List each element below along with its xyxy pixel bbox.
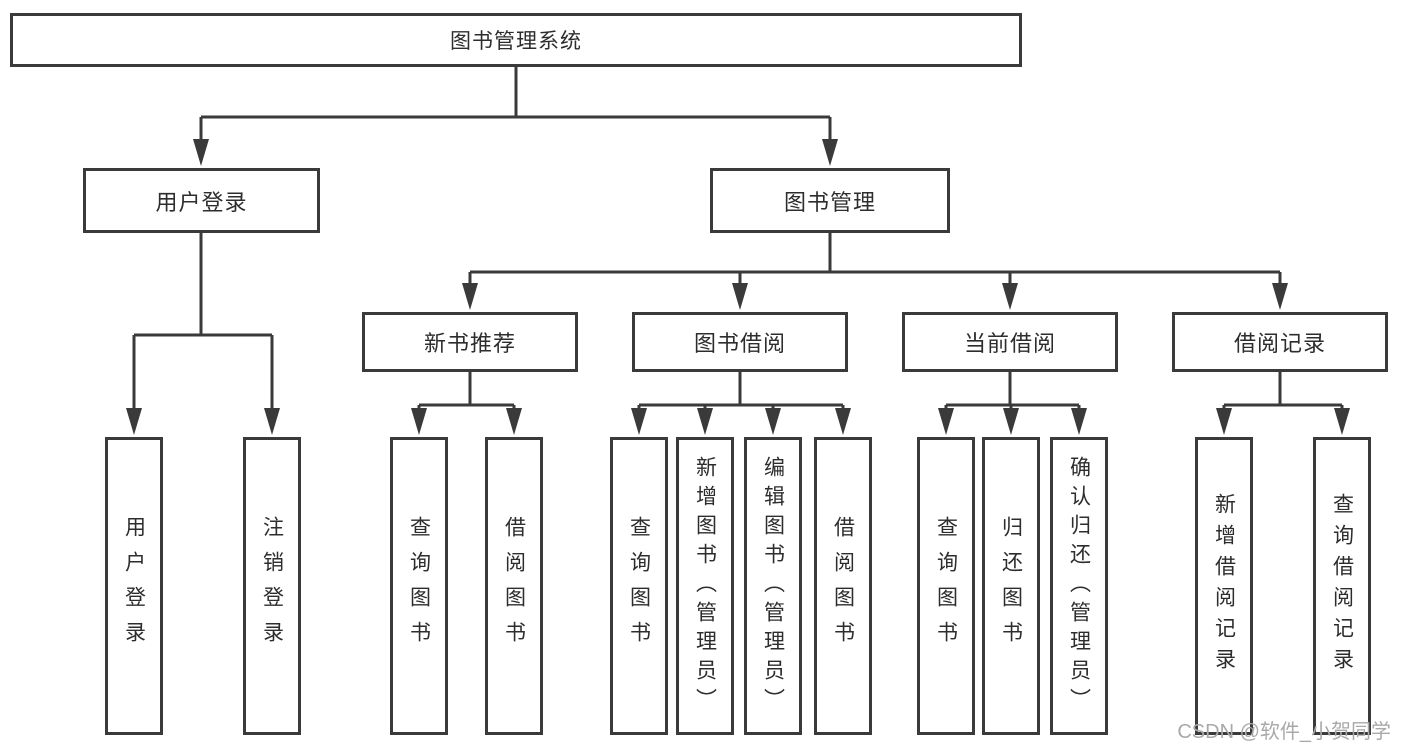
csdn-watermark: CSDN @软件_小贺同学 <box>1177 721 1391 743</box>
leaf-logout: 注销登录 <box>243 437 301 735</box>
node-label: 归还图书 <box>999 516 1023 656</box>
node-label: 新增图书（管理员） <box>693 455 717 717</box>
node-label: 图书借阅 <box>693 331 786 356</box>
node-label: 用户登录 <box>122 516 146 656</box>
node-user-login: 用户登录 <box>83 168 320 233</box>
node-label: 当前借阅 <box>963 331 1056 356</box>
leaf-return-books: 归还图书 <box>982 437 1040 735</box>
leaf-query-books-current: 查询图书 <box>917 437 975 735</box>
leaf-user-login: 用户登录 <box>105 437 163 735</box>
node-label: 查询图书 <box>934 516 958 656</box>
leaf-confirm-return-admin: 确认归还（管理员） <box>1050 437 1108 735</box>
leaf-add-book-admin: 新增图书（管理员） <box>676 437 734 735</box>
leaf-borrow-books: 借阅图书 <box>814 437 872 735</box>
leaf-query-books-recommend: 查询图书 <box>390 437 448 735</box>
node-new-book-recommend: 新书推荐 <box>362 312 578 372</box>
node-label: 确认归还（管理员） <box>1067 455 1091 717</box>
node-label: 图书管理系统 <box>450 30 582 53</box>
node-label: 编辑图书（管理员） <box>761 455 785 717</box>
leaf-borrow-books-recommend: 借阅图书 <box>485 437 543 735</box>
node-label: 查询图书 <box>407 516 431 656</box>
leaf-query-borrow-record: 查询借阅记录 <box>1313 437 1371 735</box>
node-label: 借阅图书 <box>502 516 526 656</box>
leaf-add-borrow-record: 新增借阅记录 <box>1195 437 1253 735</box>
leaf-edit-book-admin: 编辑图书（管理员） <box>744 437 802 735</box>
node-book-borrow: 图书借阅 <box>632 312 848 372</box>
node-label: 查询图书 <box>627 516 651 656</box>
node-label: 新书推荐 <box>423 331 516 356</box>
node-label: 查询借阅记录 <box>1330 493 1354 679</box>
node-label: 图书管理 <box>783 189 876 215</box>
leaf-query-books-borrow: 查询图书 <box>610 437 668 735</box>
node-label: 用户登录 <box>155 189 248 215</box>
node-borrow-records: 借阅记录 <box>1172 312 1388 372</box>
node-book-management: 图书管理 <box>710 168 950 233</box>
node-library-management-system: 图书管理系统 <box>10 13 1022 67</box>
node-label: 借阅记录 <box>1233 331 1326 356</box>
node-current-borrow: 当前借阅 <box>902 312 1118 372</box>
node-label: 注销登录 <box>260 516 284 656</box>
node-label: 新增借阅记录 <box>1212 493 1236 679</box>
node-label: 借阅图书 <box>831 516 855 656</box>
